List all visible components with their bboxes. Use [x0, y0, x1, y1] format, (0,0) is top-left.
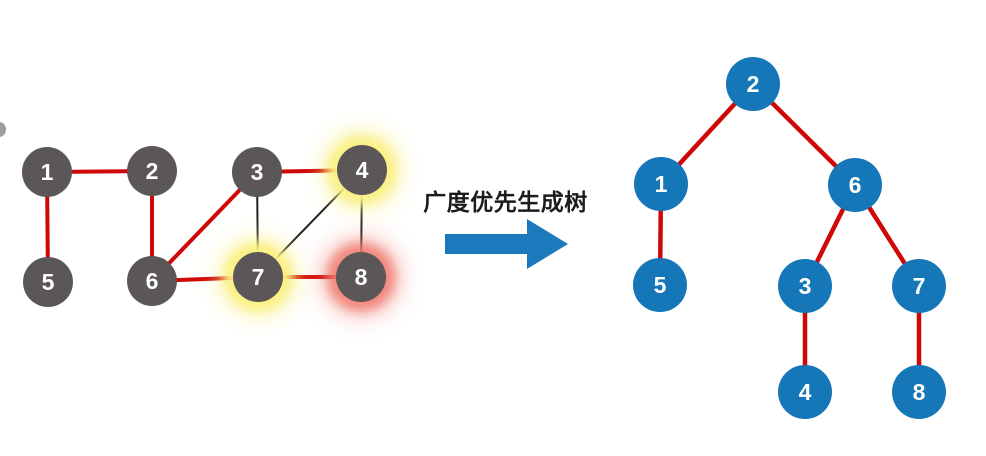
node-label: 3 — [798, 272, 812, 299]
node-label: 6 — [145, 267, 159, 294]
transform-label: 广度优先生成树 — [423, 189, 588, 215]
tree-node-8: 8 — [892, 365, 946, 419]
tree-node-2: 2 — [726, 57, 780, 111]
edge-artifact — [0, 122, 6, 137]
graph-node-1: 1 — [22, 147, 72, 197]
tree-node-7: 7 — [892, 259, 946, 313]
graph-node-5: 5 — [23, 257, 73, 307]
node-label: 8 — [354, 263, 368, 290]
graph-node-2: 2 — [127, 146, 177, 196]
graph-node-4: 4 — [337, 145, 387, 195]
node-label: 1 — [40, 158, 54, 185]
node-label: 8 — [912, 378, 926, 405]
tree-node-4: 4 — [778, 365, 832, 419]
node-label: 2 — [746, 70, 760, 97]
node-label: 1 — [654, 170, 668, 197]
node-label: 6 — [848, 171, 862, 198]
graph-node-6: 6 — [127, 256, 177, 306]
node-label: 7 — [251, 263, 265, 290]
graph-node-7: 7 — [233, 252, 283, 302]
tree-node-6: 6 — [828, 158, 882, 212]
node-label: 2 — [145, 157, 159, 184]
node-label: 5 — [41, 268, 55, 295]
tree-node-1: 1 — [634, 157, 688, 211]
node-label: 5 — [653, 271, 667, 298]
graph-node-3: 3 — [232, 147, 282, 197]
node-label: 4 — [798, 378, 812, 405]
node-label: 4 — [355, 156, 369, 183]
tree-node-3: 3 — [778, 259, 832, 313]
graph-node-8: 8 — [336, 252, 386, 302]
tree-node-5: 5 — [633, 258, 687, 312]
node-label: 7 — [912, 272, 926, 299]
node-label: 3 — [250, 158, 264, 185]
right-arrow-shape — [445, 219, 568, 269]
